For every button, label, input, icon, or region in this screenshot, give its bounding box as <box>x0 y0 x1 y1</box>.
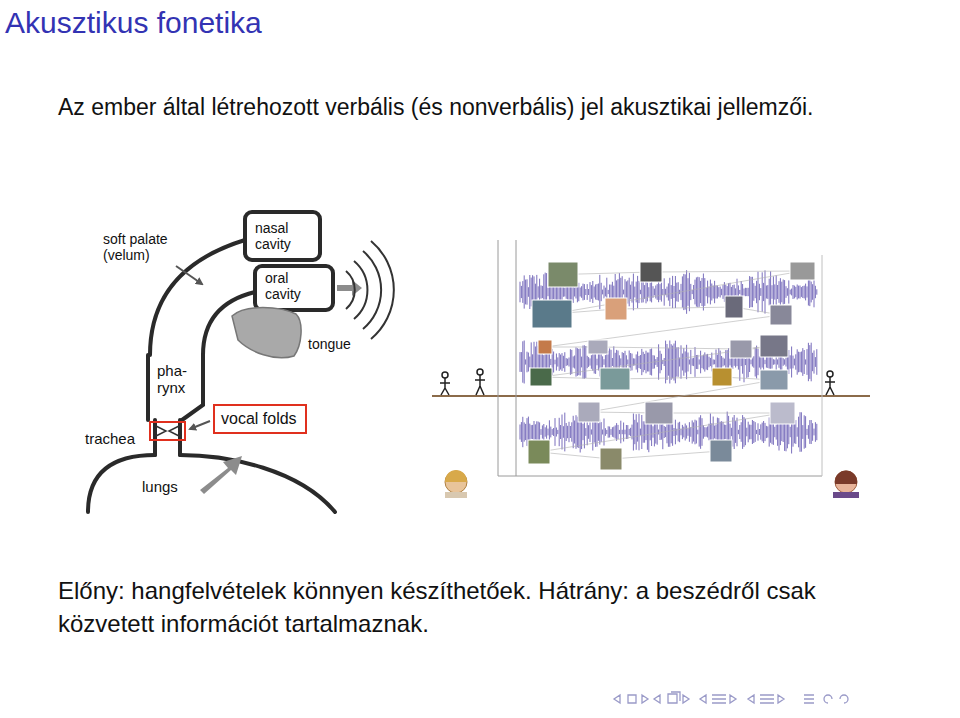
photo-thumbnail <box>725 296 743 318</box>
recording-scene <box>498 240 499 476</box>
recording-scene <box>516 240 517 476</box>
slide-title: Akusztikus fonetika <box>5 6 262 40</box>
photo-thumbnail <box>760 370 788 390</box>
recording-scene <box>498 476 822 477</box>
part-label: trachea <box>85 430 135 447</box>
photo-thumbnail <box>712 368 732 386</box>
photo-link <box>598 347 741 349</box>
listener-face <box>833 471 859 499</box>
navigation-symbols <box>804 695 814 703</box>
vocal-tract <box>88 212 335 512</box>
sound-waves <box>371 241 394 339</box>
vocal-tract <box>146 355 150 420</box>
speaker-face <box>445 470 467 482</box>
photo-thumbnail <box>548 262 578 287</box>
listener-face <box>835 471 857 493</box>
listener-face <box>835 471 857 485</box>
navigation-symbols <box>748 695 784 703</box>
sound-waves <box>346 241 394 339</box>
stick-figures <box>440 378 450 395</box>
leader-arrow <box>190 421 210 429</box>
callout-box: vocal folds <box>213 404 307 434</box>
stick-figures <box>442 372 448 378</box>
vocal-fold-marker <box>156 426 179 436</box>
photo-link <box>616 307 734 309</box>
speaker-face <box>445 492 467 498</box>
photo-thumbnail <box>730 340 752 358</box>
photo-thumbnail <box>760 335 788 357</box>
stick-figures <box>440 369 835 395</box>
leader-arrow <box>176 266 202 284</box>
photo-link <box>659 413 783 414</box>
navigation-symbols <box>824 695 848 703</box>
photo-thumbnail <box>770 402 795 424</box>
photo-thumbnail <box>645 402 673 424</box>
photo-thumbnail <box>640 262 662 282</box>
part-label: pha- rynx <box>157 362 187 397</box>
navigation-symbols <box>700 695 736 703</box>
airflow-arrow <box>200 456 242 494</box>
photo-thumbnail <box>600 448 622 470</box>
photo-link <box>615 377 722 379</box>
vocal-tract <box>180 455 335 512</box>
recording-scene <box>528 262 815 470</box>
recording-scene <box>432 240 870 498</box>
navigation-symbols <box>614 695 648 703</box>
photo-link <box>651 271 803 272</box>
tongue-shape <box>232 308 301 358</box>
vocal-fold-marker <box>150 422 185 440</box>
part-label: tongue <box>308 336 351 352</box>
part-label: nasal cavity <box>255 220 291 252</box>
vocal-tract <box>178 420 182 455</box>
sound-waves <box>354 261 367 319</box>
photo-thumbnail <box>532 300 572 328</box>
part-label: oral cavity <box>265 270 301 302</box>
intro-text: Az ember által létrehozott verbális (és … <box>58 92 868 124</box>
airflow-arrow <box>337 280 362 296</box>
photo-thumbnail <box>530 368 552 386</box>
stick-figures <box>825 377 835 395</box>
vocal-tract <box>255 266 333 310</box>
slide-caption: Előny: hangfelvételek könnyen készíthető… <box>58 574 888 640</box>
photo-thumbnail <box>528 440 550 464</box>
vocal-tract <box>153 420 157 455</box>
photo-thumbnail <box>600 368 630 390</box>
part-label: soft palate (velum) <box>103 231 187 263</box>
listener-face <box>833 492 859 498</box>
speaker-face <box>445 471 467 493</box>
photo-thumbnail <box>770 305 792 325</box>
navigation-symbols <box>654 692 689 703</box>
vocal-fold-marker <box>150 422 185 440</box>
recording-scene <box>822 255 823 476</box>
recording-scene <box>520 270 817 453</box>
speaker-face <box>445 470 467 498</box>
photo-link <box>611 451 721 459</box>
sound-waves <box>363 251 381 329</box>
photo-thumbnail <box>710 440 732 462</box>
sound-waves <box>346 271 355 309</box>
navigation-symbols <box>614 692 848 703</box>
photo-thumbnail <box>588 340 608 354</box>
photo-thumbnail <box>790 262 815 280</box>
box-text: vocal folds <box>221 409 299 428</box>
photo-thumbnail <box>538 340 552 354</box>
leader-arrow <box>176 266 210 429</box>
stick-figures <box>477 369 483 375</box>
vocal-tract <box>245 212 320 260</box>
part-label: lungs <box>142 478 178 495</box>
photo-link <box>552 271 803 314</box>
photo-thumbnail <box>578 402 600 422</box>
stick-figures <box>475 375 485 395</box>
vocal-tract <box>150 240 245 355</box>
photo-thumbnail <box>605 298 627 320</box>
stick-figures <box>827 371 833 377</box>
